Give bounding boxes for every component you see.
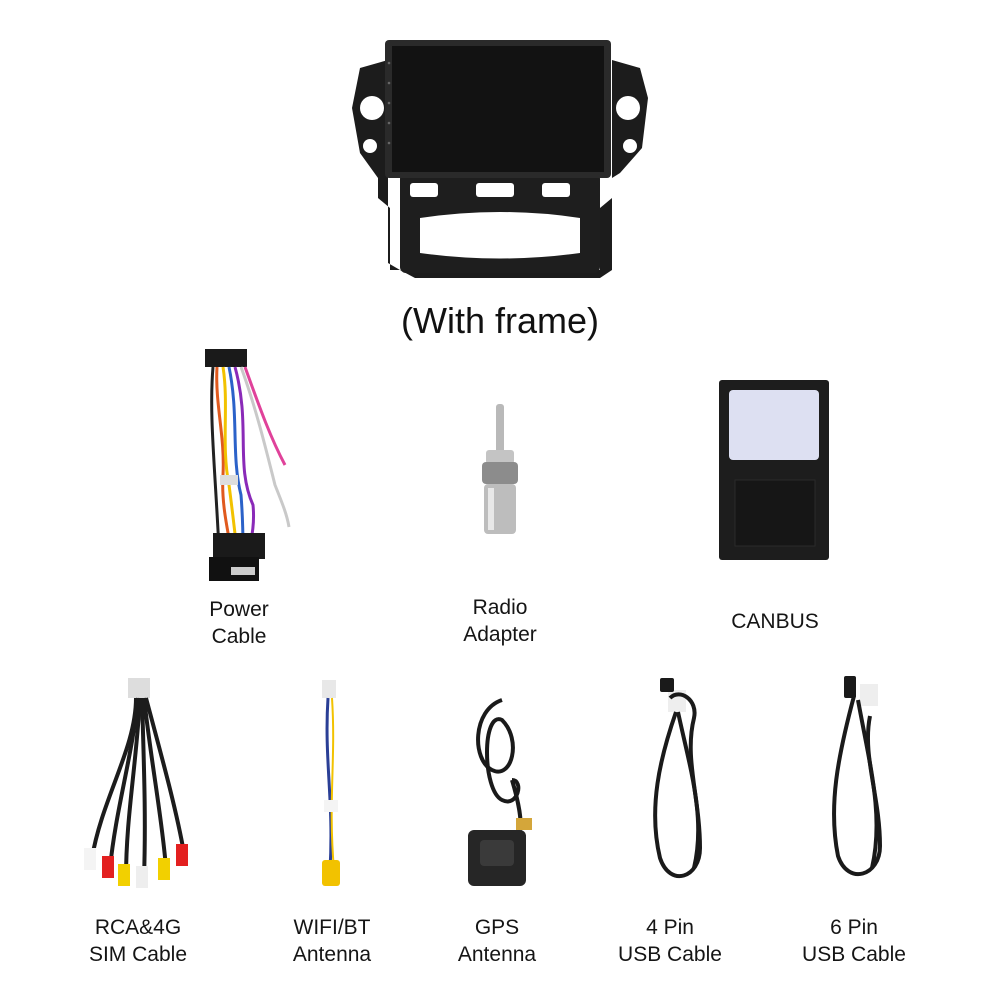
head-unit-with-frame-image [352,40,648,278]
power-cable-image [205,349,291,581]
radio-adapter-label: Radio Adapter [463,596,537,646]
usb-6pin-cable-image [832,676,883,877]
usb-4pin-cable-label: 4 Pin USB Cable [618,916,722,966]
gps-antenna-label: GPS Antenna [457,916,537,966]
usb-6pin-cable-label: 6 Pin USB Cable [802,916,906,966]
radio-adapter-image [482,404,518,534]
rca-sim-cable-label: RCA&4G SIM Cable [88,916,188,966]
wifi-bt-antenna-label: WIFI/BT Antenna [292,916,372,966]
usb-4pin-cable-image [653,678,703,879]
rca-sim-cable-image [84,678,188,888]
canbus-image [719,380,829,560]
power-cable-label: Power Cable [209,598,269,648]
wifi-bt-antenna-image [322,680,340,886]
gps-antenna-image [468,698,532,886]
canbus-label: CANBUS [731,610,819,633]
page-title: (With frame) [401,300,599,341]
